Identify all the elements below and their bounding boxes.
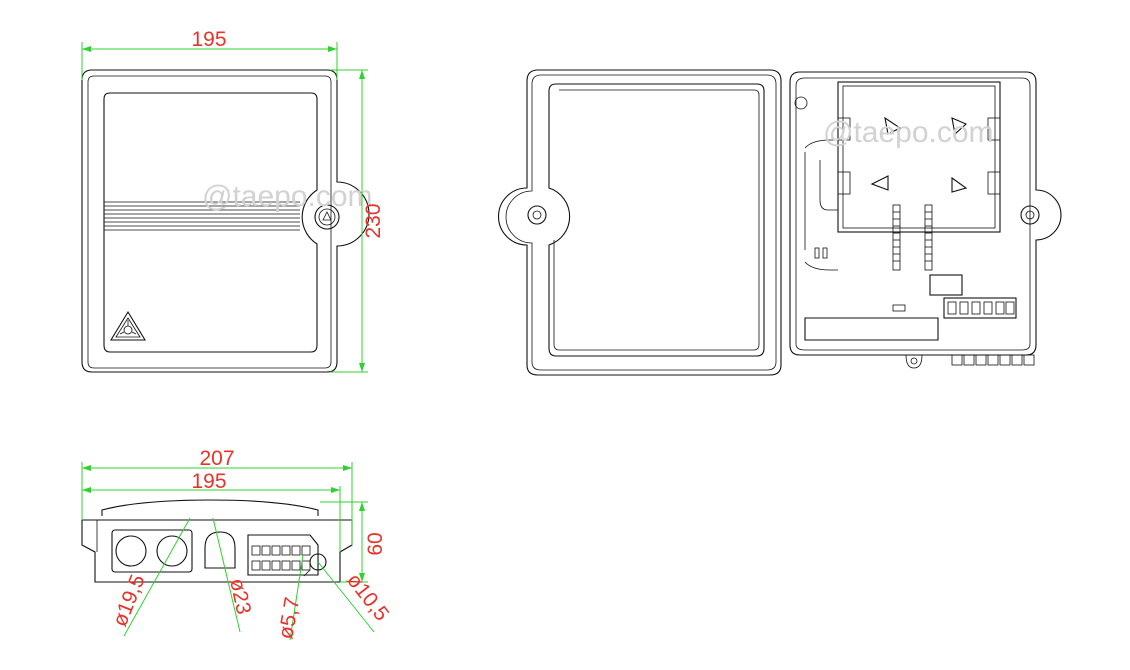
bottom-inner-width-label: 195: [191, 470, 226, 493]
front-hinge-stripes: [104, 201, 300, 231]
bottom-height-dimension: 60: [320, 501, 387, 583]
bottom-height-label: 60: [364, 532, 387, 555]
bottom-round-port: [204, 531, 236, 569]
laser-warning-icon: [110, 310, 146, 341]
fiber-guide: [804, 139, 838, 271]
leader-large-port: [123, 517, 191, 637]
tray-clip-3: [837, 171, 851, 195]
open-lid-inner: [505, 74, 777, 371]
bottom-small-ports: [251, 545, 311, 571]
splice-tray-inner: [842, 85, 996, 229]
front-window: [103, 92, 318, 353]
front-watermark: @taepo.com: [202, 180, 373, 213]
fiber-route: [819, 160, 838, 211]
front-outer-outline: [81, 69, 370, 373]
open-base-inner: [795, 77, 1031, 351]
leader-lock-port: [317, 561, 375, 633]
bottom-outer-outline: [81, 519, 353, 583]
bottom-outer-width-label: 207: [199, 447, 234, 470]
splice-holder-right: [924, 204, 933, 271]
splice-holder-left: [892, 204, 901, 271]
cable-compartment: [804, 317, 939, 341]
tray-clip-4: [987, 171, 1001, 195]
open-lid-window-inner: [553, 89, 760, 351]
small-port-diameter-label: ø5,7: [274, 595, 304, 640]
splice-tray: [837, 81, 1001, 233]
front-view: @taepo.com: [81, 69, 373, 373]
bottom-lock-key: [303, 569, 311, 577]
bottom-cover-outline: [101, 499, 319, 516]
front-width-dimension: 195: [81, 28, 338, 80]
tray-arrow-1: [884, 116, 902, 135]
port-leaders: ø19,5 ø23 ø5,7 ø10,5: [108, 517, 393, 641]
leader-small-port: [289, 554, 304, 641]
open-base-hole: [1020, 205, 1040, 225]
open-lid-hole-core: [532, 210, 542, 220]
open-view: @taepo.com: [498, 69, 1062, 376]
base-bottom-ports: [951, 354, 1035, 366]
open-base-outer: [789, 71, 1062, 356]
open-lid-outer: [498, 69, 782, 376]
leader-round-port: [212, 517, 241, 633]
tray-arrow-4: [951, 176, 968, 193]
front-width-label: 195: [191, 28, 226, 51]
base-hanging-tab: [905, 354, 923, 369]
base-screw: [794, 96, 808, 110]
front-height-dimension: 230: [330, 69, 385, 373]
bottom-outer-width-dimension: 207: [81, 447, 353, 545]
front-lock-core: [318, 208, 336, 226]
tray-arrow-3: [870, 175, 889, 191]
bottom-small-port-block: [247, 534, 319, 576]
open-lid-hole: [527, 205, 547, 225]
tray-clip-2: [987, 117, 1001, 141]
front-lock-triangle-icon: [322, 211, 332, 221]
adapter-bracket: [929, 274, 963, 296]
tray-clip-1: [837, 117, 851, 141]
front-lock-ring: [314, 204, 340, 230]
base-hanging-hole: [910, 357, 918, 365]
bottom-port-block: [111, 529, 193, 573]
tray-arrow-2: [951, 117, 968, 136]
open-base-hole-core: [1025, 210, 1035, 220]
bottom-lock-port: [309, 553, 327, 571]
front-inner-outline: [87, 75, 332, 369]
lock-port-diameter-label: ø10,5: [342, 569, 393, 625]
bottom-large-port-1: [115, 535, 147, 567]
adapter-panel: [943, 297, 1017, 319]
bottom-view: [81, 499, 353, 583]
base-slot-1: [814, 247, 820, 259]
bottom-inner-width-dimension: 195: [82, 470, 341, 552]
base-tab: [892, 304, 906, 312]
front-height-label: 230: [362, 203, 385, 238]
open-lid-window: [548, 83, 765, 357]
open-watermark: @taepo.com: [823, 116, 994, 149]
bottom-large-port-2: [156, 535, 188, 567]
base-slot-2: [822, 247, 828, 259]
